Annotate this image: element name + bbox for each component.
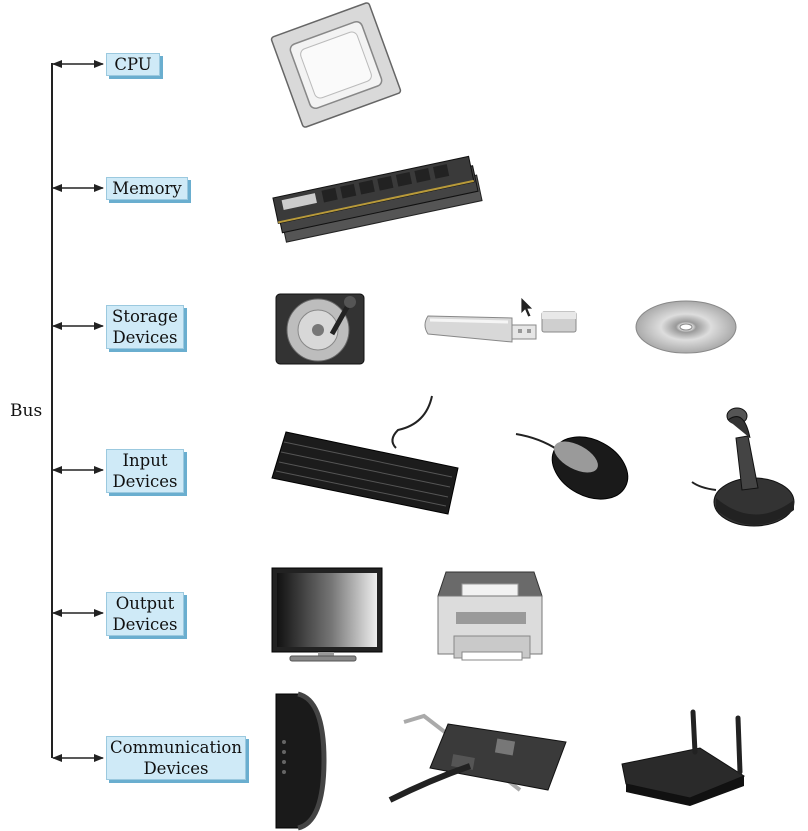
communication-devices-label-box: Communication Devices: [106, 736, 246, 780]
memory-label-line-1: Memory: [112, 179, 182, 198]
input-label-line-2: Devices: [112, 472, 178, 491]
hard-disk-image: [275, 293, 365, 365]
joystick-image: [691, 407, 795, 527]
input-label-line-1: Input: [122, 451, 168, 470]
monitor-image: [271, 567, 383, 662]
mouse-pointer-icon: [520, 296, 534, 318]
memory-label-box: Memory: [106, 177, 188, 200]
cpu-label-line-1: CPU: [114, 55, 152, 74]
output-devices-label-box: Output Devices: [106, 592, 184, 636]
mouse-image: [515, 433, 629, 500]
cpu-label-box: CPU: [106, 53, 160, 76]
storage-label-line-2: Devices: [112, 328, 178, 347]
keyboard-image: [271, 395, 459, 515]
cable-modem-image: [275, 691, 327, 831]
input-devices-label-box: Input Devices: [106, 449, 184, 493]
output-label-line-1: Output: [115, 594, 175, 613]
bus-label: Bus: [10, 401, 43, 421]
optical-disc-image: [635, 300, 737, 354]
ram-modules-image: [272, 155, 483, 243]
wireless-router-image: [621, 709, 746, 806]
cpu-chip-image: [270, 2, 402, 128]
usb-flash-drive-image: [424, 311, 577, 343]
communication-label-line-1: Communication: [110, 738, 242, 757]
storage-label-line-1: Storage: [112, 307, 178, 326]
printer-image: [437, 571, 543, 661]
network-card-image: [388, 713, 567, 803]
communication-label-line-2: Devices: [143, 759, 209, 778]
storage-devices-label-box: Storage Devices: [106, 305, 184, 349]
output-label-line-2: Devices: [112, 615, 178, 634]
